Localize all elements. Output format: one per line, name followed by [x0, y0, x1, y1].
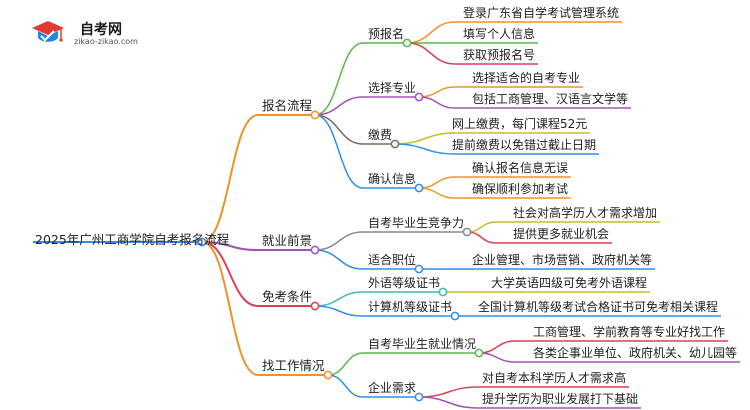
node-joint: [414, 264, 424, 274]
node-to-leaf-link: [418, 176, 456, 189]
node-to-leaf-link: [418, 396, 479, 409]
branch-joint: [310, 110, 320, 120]
branch-to-node-link: [314, 231, 364, 251]
node-joint: [414, 183, 424, 193]
branch-joint: [310, 245, 320, 255]
branch-joint: [323, 370, 333, 380]
branch-to-node-link: [314, 114, 364, 145]
leaf-computer-exemption: 全国计算机等级考试合格证书可免考相关课程: [478, 300, 719, 314]
leaf-easy-job-majors: 工商管理、学前教育等专业好找工作: [533, 325, 726, 339]
node-confirm-info: 确认信息: [368, 172, 417, 186]
leaf-confirm-registration-info: 确认报名信息无误: [472, 161, 569, 175]
node-graduate-competitiveness: 自考毕业生竞争力: [368, 216, 465, 230]
branch-to-node-link: [314, 291, 364, 307]
leaf-more-opportunities: 提供更多就业机会: [513, 227, 610, 241]
node-graduate-employment: 自考毕业生就业情况: [368, 337, 477, 351]
node-joint: [414, 92, 424, 102]
node-foreign-language-cert: 外语等级证书: [368, 276, 441, 290]
node-joint: [474, 348, 484, 358]
node-joint: [414, 392, 424, 402]
leaf-position-examples: 企业管理、市场营销、政府机关等: [472, 253, 653, 267]
node-payment: 缴费: [368, 128, 393, 142]
leaf-ensure-exam: 确保顺利参加考试: [472, 182, 569, 196]
branch-job-search: 找工作情况: [262, 358, 325, 373]
node-computer-cert: 计算机等级证书: [368, 300, 453, 314]
node-to-leaf-link: [418, 386, 479, 398]
leaf-high-demand: 对自考本科学历人才需求高: [482, 371, 627, 385]
logo-title: 自考网: [80, 22, 122, 38]
node-to-leaf-link: [418, 187, 456, 199]
node-to-leaf-link: [406, 42, 456, 65]
branch-exemption-conditions: 免考条件: [262, 289, 313, 304]
leaf-choose-suitable-major: 选择适合的自考专业: [472, 71, 581, 85]
leaf-employer-types: 各类企事业单位、政府机关、幼儿园等: [533, 346, 738, 360]
node-to-leaf-link: [478, 340, 516, 354]
logo-url: zikao-zikao.com: [74, 37, 138, 46]
graduation-cap-logo-icon: [32, 21, 64, 42]
node-to-leaf-link: [418, 86, 456, 98]
branch-to-node-link: [327, 374, 364, 398]
root-to-branch-link: [201, 114, 259, 243]
branch-employment-prospects: 就业前景: [262, 233, 313, 248]
leaf-major-examples: 包括工商管理、汉语言文学等: [472, 92, 629, 106]
node-enterprise-demand: 企业需求: [368, 381, 417, 395]
leaf-cet4-exemption: 大学英语四级可免考外语课程: [491, 276, 648, 290]
branch-to-node-link: [314, 96, 364, 116]
node-to-leaf-link: [466, 221, 497, 233]
branch-joint: [310, 301, 320, 311]
leaf-talent-demand: 社会对高学历人才需求增加: [513, 206, 658, 220]
node-joint: [390, 139, 400, 149]
node-choose-major: 选择专业: [368, 81, 417, 95]
leaf-online-payment: 网上缴费，每门课程52元: [452, 117, 588, 131]
node-joint: [438, 287, 448, 297]
node-to-leaf-link: [466, 231, 497, 244]
node-joint: [450, 311, 460, 321]
root-joint: [197, 237, 207, 247]
node-pre-registration: 预报名: [368, 27, 405, 41]
root-to-branch-link: [201, 241, 259, 376]
branch-to-node-link: [314, 42, 364, 116]
node-to-leaf-link: [418, 96, 456, 109]
leaf-pay-early: 提前缴费以免错过截止日期: [452, 138, 597, 152]
node-joint: [402, 38, 412, 48]
node-to-leaf-link: [406, 21, 456, 44]
leaf-fill-personal-info: 填写个人信息: [463, 27, 536, 41]
branch-to-node-link: [314, 114, 364, 189]
leaf-career-foundation: 提升学历为职业发展打下基础: [482, 392, 639, 406]
branch-to-node-link: [327, 352, 364, 376]
node-to-leaf-link: [478, 352, 516, 363]
branch-registration-process: 报名流程: [262, 98, 313, 113]
branch-to-node-link: [314, 305, 364, 317]
node-joint: [462, 227, 472, 237]
node-suitable-positions: 适合职位: [368, 253, 417, 267]
root-topic: 2025年广州工商学院自考报名流程: [35, 232, 230, 247]
node-to-leaf-link: [394, 132, 456, 145]
root-to-branch-link: [201, 241, 259, 307]
leaf-login-system: 登录广东省自学考试管理系统: [463, 6, 620, 20]
leaf-get-pre-registration-number: 获取预报名号: [463, 48, 536, 62]
branch-to-node-link: [314, 249, 364, 270]
node-to-leaf-link: [394, 143, 456, 155]
